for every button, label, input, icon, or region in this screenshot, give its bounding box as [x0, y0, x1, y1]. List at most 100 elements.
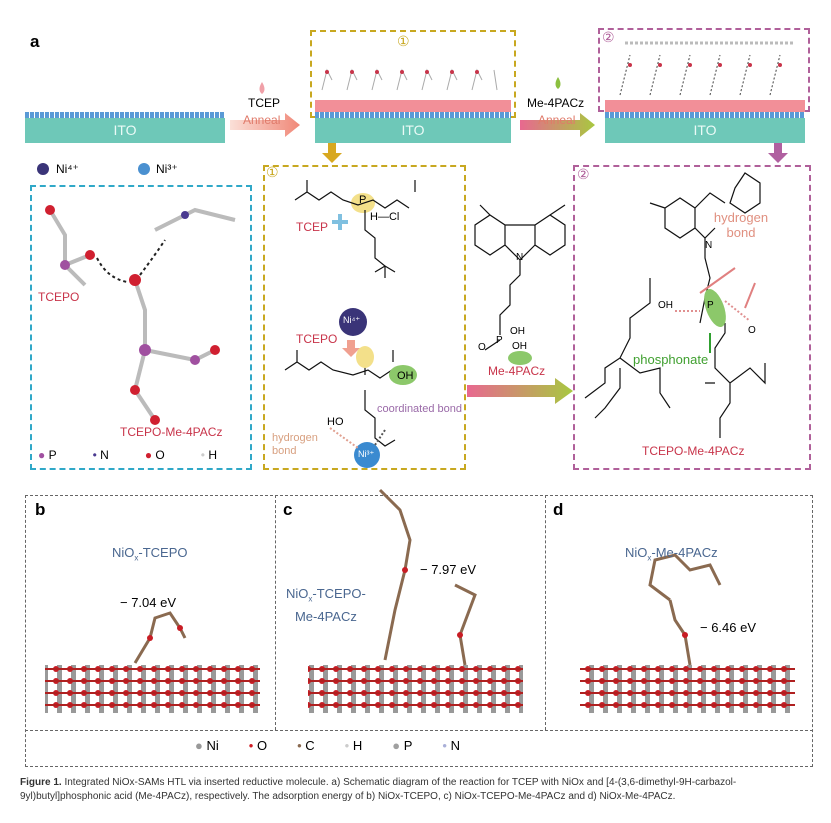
tcepo-model-label: TCEPO	[38, 290, 80, 304]
title-main: NiO	[112, 545, 135, 560]
panel-letter-b: b	[35, 500, 46, 519]
ni3-ion: Ni³⁺	[358, 449, 375, 459]
tcepo-me4pacz-label: TCEPO-Me-4PACz	[642, 444, 745, 458]
title-line2: Me-4PACz	[294, 608, 357, 624]
reaction-arrow	[467, 378, 573, 404]
o-atom: O	[478, 342, 486, 353]
oh-label: OH	[397, 370, 414, 382]
combined-layer	[605, 100, 805, 112]
nio-layer	[605, 112, 805, 118]
title-sub: x	[134, 553, 139, 563]
ni4-legend-dot	[37, 163, 49, 175]
panel-d-title: NiOx-Me-4PACz	[625, 545, 718, 563]
hydrogen-bond-label-right: hydrogen bond	[713, 210, 769, 240]
zoom-arrow-2	[768, 143, 788, 163]
panel-letter-a: a	[30, 32, 40, 51]
legend-label: O	[256, 738, 268, 753]
phosphonate-label: phosphonate	[633, 352, 709, 367]
n-atom: N	[705, 240, 713, 251]
hydrogen-bond-label: hydrogen bond	[272, 432, 318, 457]
panel-b-energy: − 7.04 eV	[120, 595, 177, 610]
panel-letter-c: c	[283, 500, 293, 519]
title-main: NiO	[286, 586, 309, 601]
tcepo-monolayer	[321, 68, 498, 91]
ball-stick-model	[45, 205, 236, 425]
tcep-reaction-box	[263, 165, 466, 470]
nio-layer	[25, 112, 225, 118]
divider	[25, 730, 813, 731]
legend-label: H	[208, 448, 217, 462]
coordinated-bond-label: coordinated bond	[376, 403, 462, 415]
title-rest: -TCEPO-	[312, 586, 366, 601]
ni3-legend-dot	[138, 163, 150, 175]
oh-label: OH	[510, 326, 525, 337]
title-sub: x	[308, 594, 313, 604]
ni4-legend-label: Ni⁴⁺	[56, 162, 79, 176]
legend-item-h: • H	[344, 738, 363, 753]
me4pacz-structure	[474, 204, 566, 365]
legend-label: Ni	[206, 738, 219, 753]
p-atom: P	[707, 300, 714, 311]
legend-label: O	[155, 448, 165, 462]
hcl-label: H—Cl	[370, 211, 400, 223]
legend-label: H	[352, 738, 363, 753]
tcepo-label: TCEPO	[296, 332, 338, 346]
step2-reagent: Me-4PACz	[527, 96, 585, 110]
oh-label: OH	[658, 300, 673, 311]
oh-label: OH	[512, 341, 527, 352]
step2-process: Anneal	[538, 113, 576, 127]
atom-legend-bottom: ● Ni • O • C • H ● P • N	[195, 738, 460, 753]
legend-label: P	[403, 738, 413, 753]
tcepo-layer	[315, 100, 511, 112]
nio-layer	[315, 112, 511, 118]
drop-icon	[259, 82, 265, 94]
ito-substrate-2: ITO	[315, 118, 511, 143]
tcep-reaction-scheme	[284, 180, 417, 468]
step1-reagent: TCEP	[248, 96, 281, 110]
step1-process: Anneal	[243, 113, 281, 127]
legend-label: N	[100, 448, 109, 462]
molecular-model-box	[30, 185, 252, 470]
legend-item-n: • N	[442, 738, 460, 753]
title-main: NiO	[625, 545, 648, 560]
figure-caption: Figure 1. Integrated NiOx-SAMs HTL via i…	[20, 776, 820, 804]
panel-c-energy: − 7.97 eV	[420, 562, 477, 577]
drop-icon	[555, 77, 561, 89]
anneal-arrow-2	[520, 77, 595, 137]
legend-label: N	[450, 738, 460, 753]
legend-item-o: • O	[248, 738, 268, 753]
legend-label: P	[48, 448, 57, 462]
tcep-label: TCEP	[296, 220, 329, 234]
title-rest: -Me-4PACz	[651, 545, 718, 560]
divider	[275, 495, 276, 730]
ho-label: HO	[327, 416, 344, 428]
divider	[545, 495, 546, 730]
combined-monolayer	[619, 41, 795, 96]
combo-model-label: TCEPO-Me-4PACz	[120, 425, 223, 439]
marker-2: ②	[602, 29, 615, 45]
legend-item-p: ● P	[38, 448, 57, 462]
combined-structure-box	[573, 165, 811, 470]
legend-item-h: • H	[200, 448, 217, 462]
panel-c-title: NiOx-TCEPO- Me-4PACz	[286, 585, 366, 625]
ni4-ion: Ni⁴⁺	[343, 315, 361, 325]
legend-item-c: • C	[297, 738, 315, 753]
dft-panels	[25, 495, 813, 767]
atom-legend-a: ● P • N ● O • H	[38, 448, 258, 464]
title-rest: -TCEPO	[138, 545, 188, 560]
ni3-legend-label: Ni³⁺	[156, 162, 178, 176]
legend-item-p: ● P	[392, 738, 413, 753]
legend-item-ni: ● Ni	[195, 738, 219, 753]
legend-item-o: ● O	[144, 448, 165, 462]
panel-d-energy: − 6.46 eV	[700, 620, 757, 635]
nio-slabs	[45, 488, 795, 713]
zoom-arrow-1	[322, 143, 342, 163]
caption-label: Figure 1.	[20, 777, 62, 788]
panel-letter-d: d	[553, 500, 564, 519]
anneal-arrow-1	[230, 82, 300, 137]
marker-2-box: ②	[577, 166, 590, 182]
marker-1: ①	[397, 33, 410, 49]
marker-1-box: ①	[266, 164, 279, 180]
tcepo-me4pacz-structure	[584, 172, 766, 438]
p-atom: P	[359, 194, 367, 206]
